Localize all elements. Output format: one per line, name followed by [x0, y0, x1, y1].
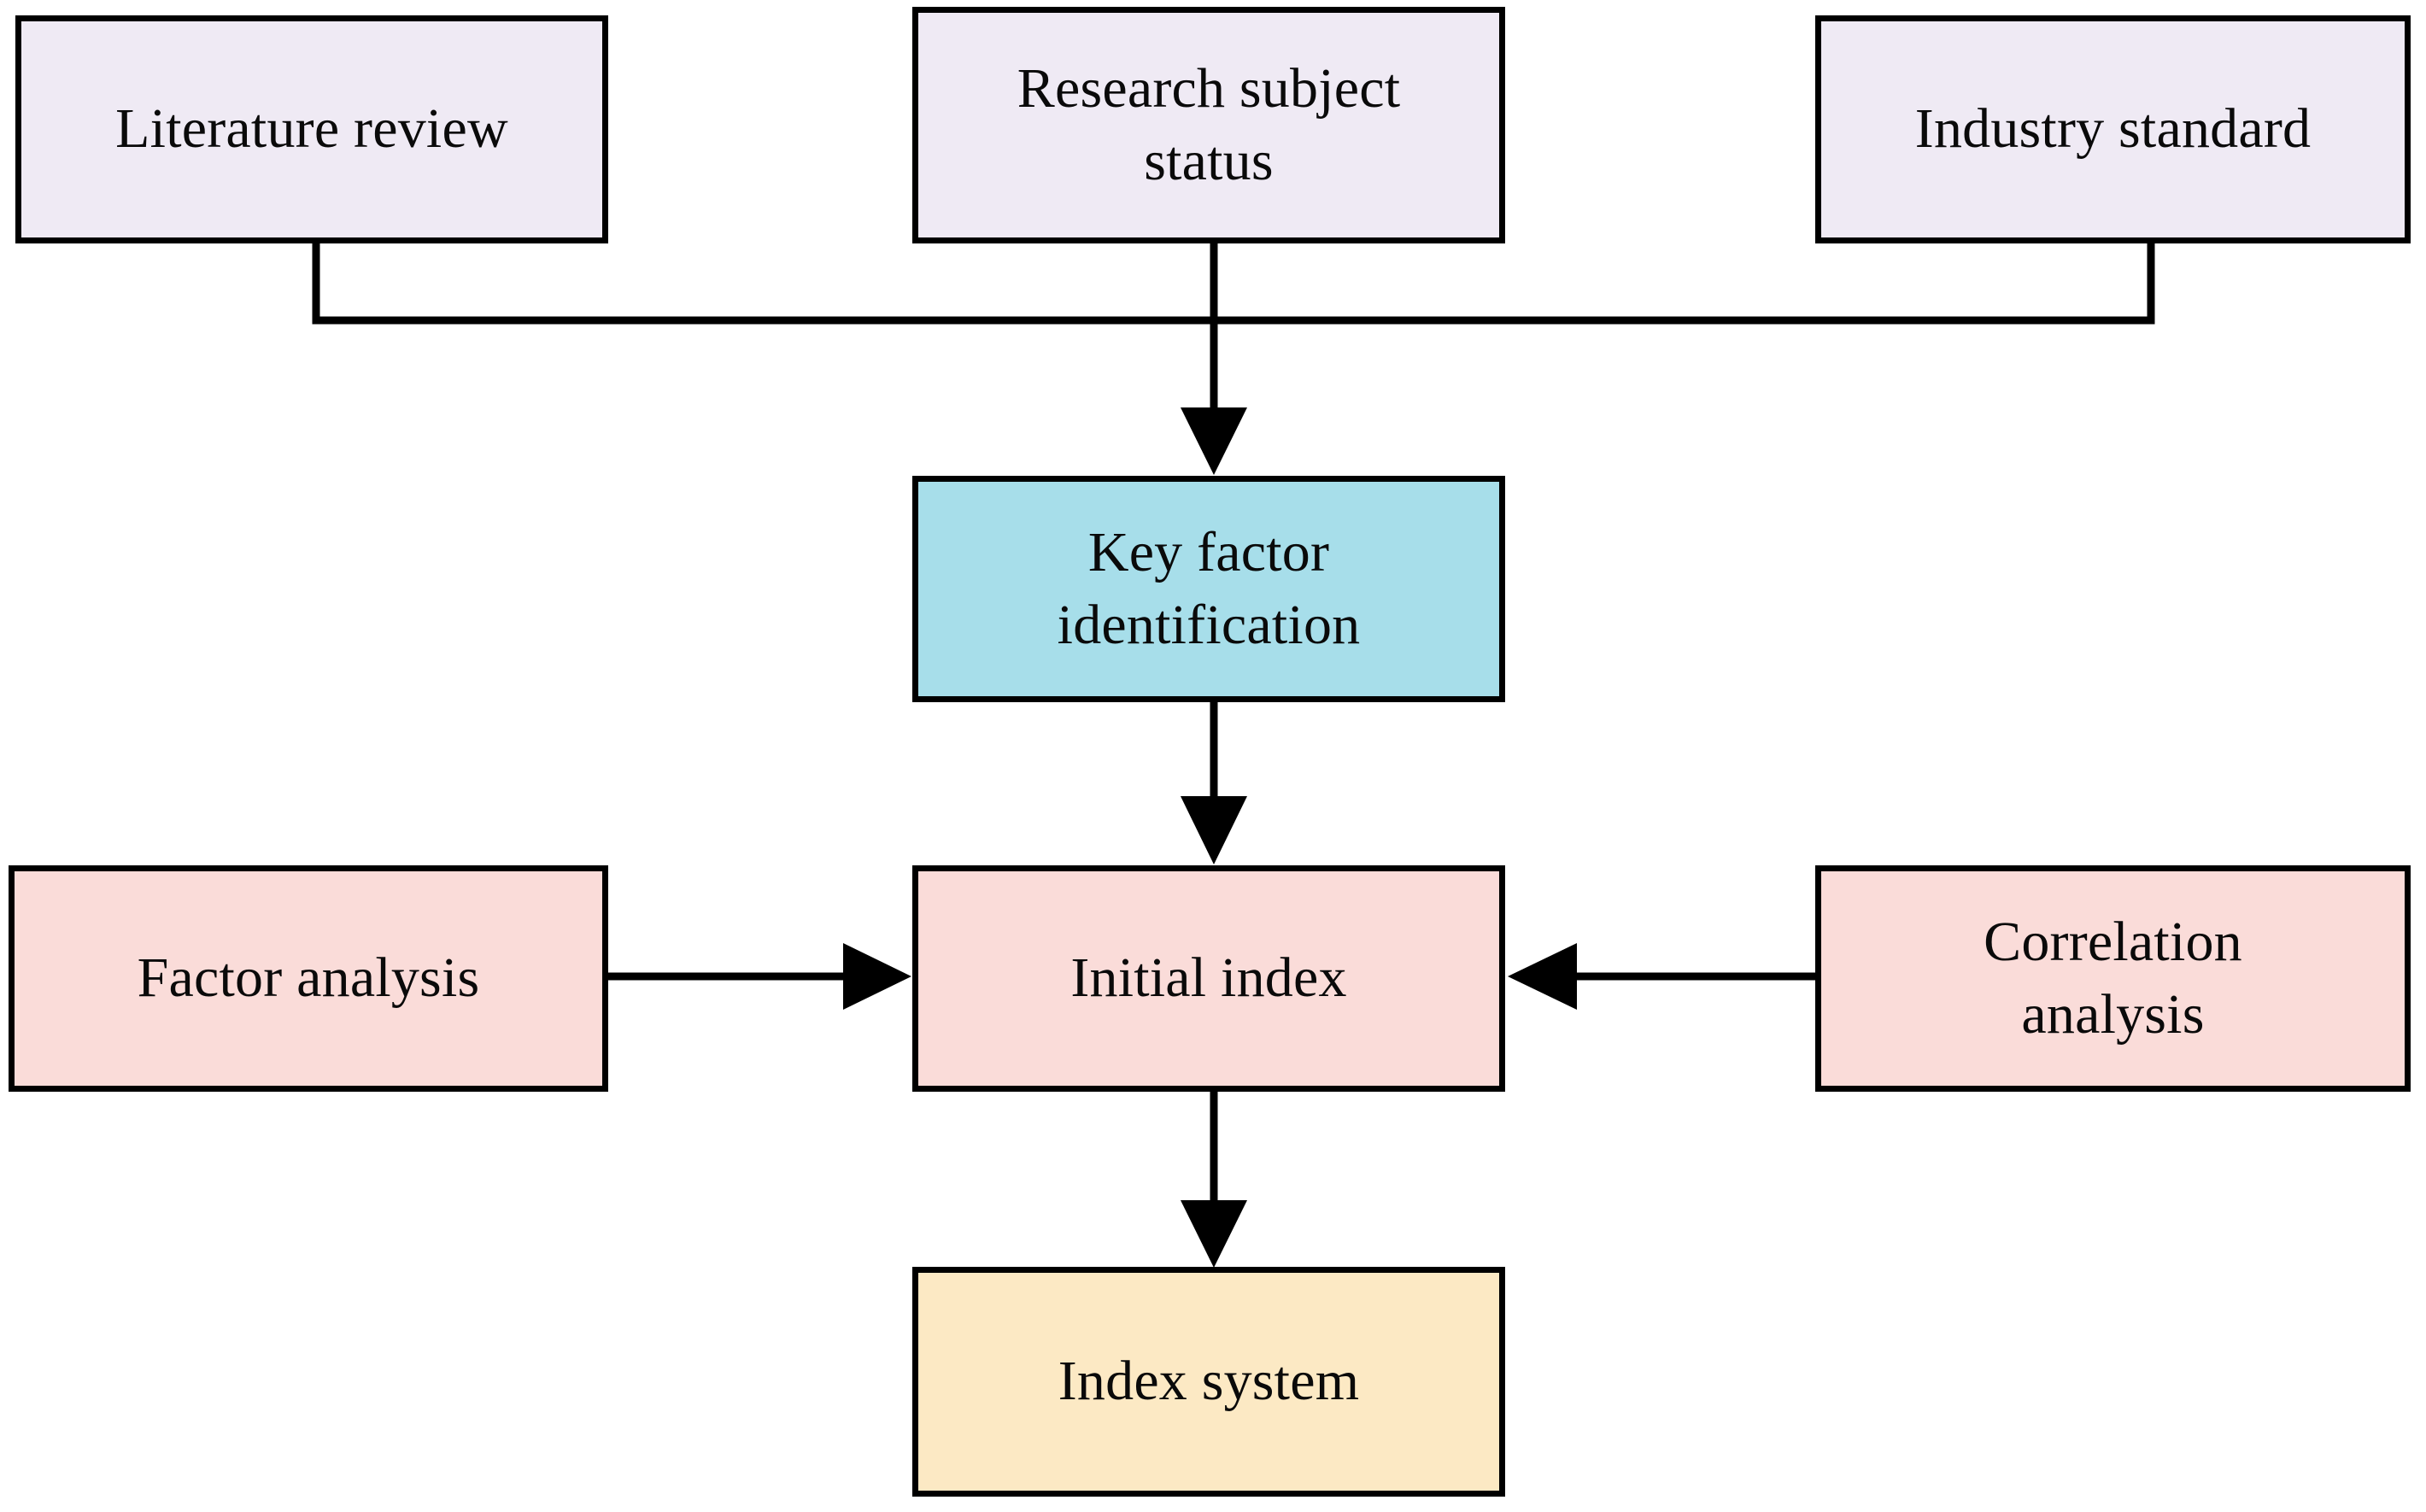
arrowhead-into-indexsystem — [1181, 1200, 1247, 1268]
node-research-subject-status[interactable]: Research subject status — [912, 7, 1505, 243]
arrowhead-into-keyfactor — [1181, 407, 1247, 475]
node-factor-analysis[interactable]: Factor analysis — [9, 865, 608, 1092]
node-industry-standard[interactable]: Industry standard — [1815, 15, 2411, 243]
node-key-factor-identification[interactable]: Key factor identification — [912, 476, 1505, 702]
node-initial-index[interactable]: Initial index — [912, 865, 1505, 1092]
arrowhead-into-initialindex-top — [1181, 796, 1247, 864]
node-correlation-analysis[interactable]: Correlation analysis — [1815, 865, 2411, 1092]
node-index-system[interactable]: Index system — [912, 1267, 1505, 1497]
node-literature-review[interactable]: Literature review — [15, 15, 608, 243]
edge-industry-to-bus — [1214, 243, 2155, 325]
arrowhead-into-initialindex-left — [843, 943, 911, 1010]
arrowhead-into-initialindex-right — [1508, 943, 1577, 1010]
edge-literature-to-bus — [312, 243, 1214, 325]
